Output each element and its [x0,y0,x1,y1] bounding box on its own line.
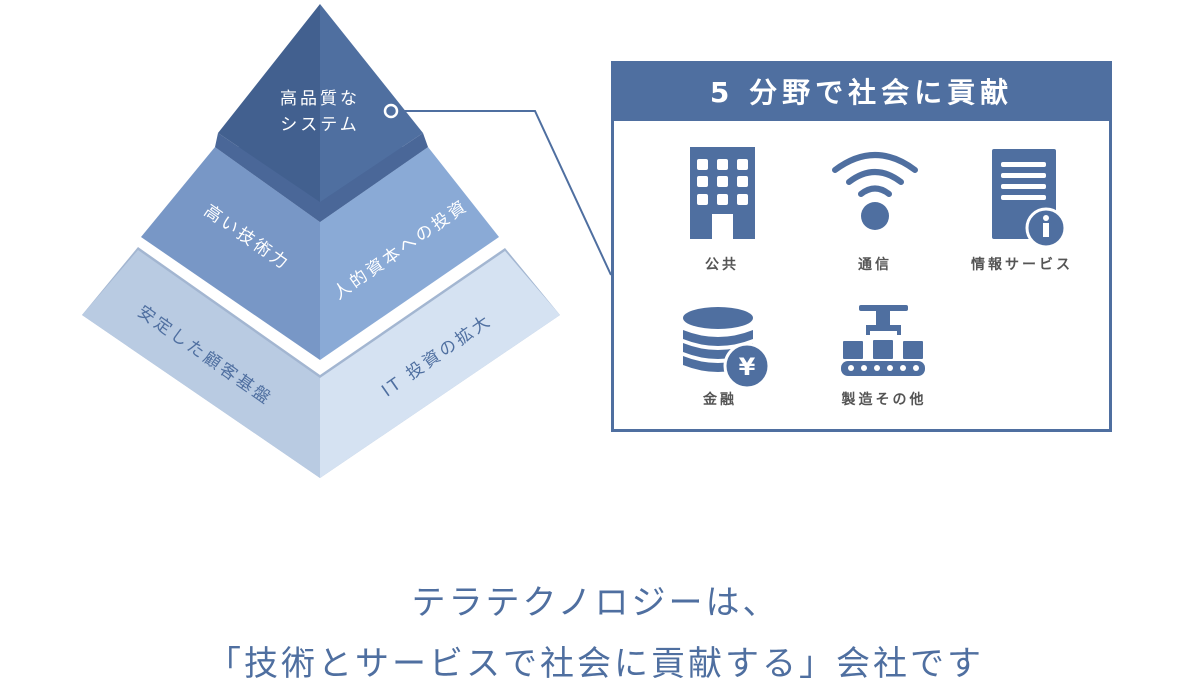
pyramid-bottom-right [320,251,560,478]
pyramid-top-left [218,4,320,202]
svg-text:¥: ¥ [739,353,756,381]
building-icon [690,147,755,239]
fields-box-title: 5 分野で社会に貢献 [611,61,1112,121]
field-label-public: 公共 [705,257,739,273]
caption-line1: テラテクノロジーは、 [411,583,780,623]
factory-conveyor-icon [841,305,925,376]
pyramid-top-line2: システム [280,115,360,135]
pyramid-bottom-left [82,250,320,478]
connector-line [397,110,612,276]
caption-line2: 「技術とサービスで社会に貢献する」会社です [207,644,984,684]
pyramid-top-skirt [215,133,428,222]
pyramid-top-right [320,4,423,202]
wifi-icon [832,152,918,230]
field-label-finance: 金融 [703,392,737,408]
field-label-manufacturing: 製造その他 [841,392,927,408]
document-info-icon [992,149,1067,249]
pyramid-top-line1: 高品質な [280,89,360,109]
field-label-info-services: 情報サービス [971,257,1073,273]
connector-dot [383,103,399,119]
pyramid-middle-right [320,147,499,360]
field-label-telecom: 通信 [858,257,892,273]
yen-coins-icon: ¥ [683,307,771,390]
pyramid-middle-left [141,147,320,360]
